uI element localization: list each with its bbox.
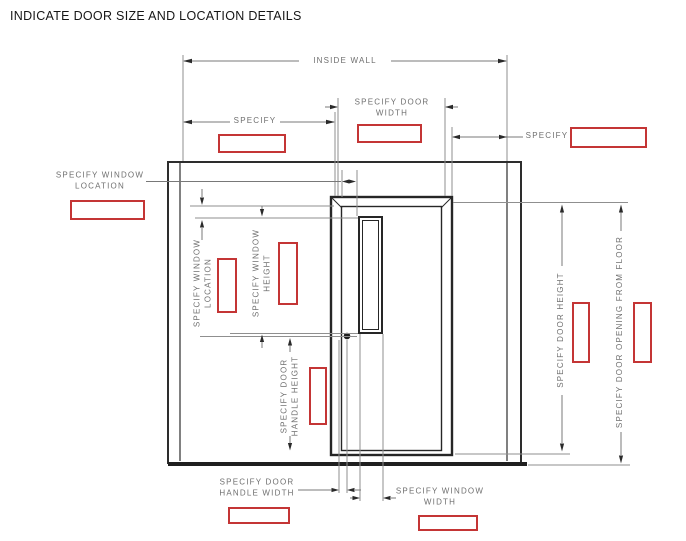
door-height-label: SPECIFY DOOR HEIGHT	[555, 272, 565, 388]
window-location-vertical-label: SPECIFY WINDOW LOCATION	[192, 238, 213, 328]
page-title: INDICATE DOOR SIZE AND LOCATION DETAILS	[10, 9, 302, 23]
field-specify-window-height[interactable]	[278, 242, 298, 305]
dimension-arrowheads	[183, 58, 624, 501]
field-specify-door-handle-height[interactable]	[309, 367, 327, 425]
field-specify-window-location-vertical[interactable]	[217, 258, 237, 313]
door-drawing	[329, 195, 454, 457]
door-opening-from-floor-label: SPECIFY DOOR OPENING FROM FLOOR	[614, 235, 624, 429]
field-specify-wall-right[interactable]	[570, 127, 647, 148]
window-width-label: SPECIFY WINDOW WIDTH	[395, 486, 485, 507]
field-specify-door-width[interactable]	[357, 124, 422, 143]
specify-right-label: SPECIFY	[525, 130, 569, 140]
door-panel	[340, 205, 443, 452]
door-handle-width-label: SPECIFY DOOR HANDLE WIDTH	[219, 477, 295, 498]
field-specify-door-opening-from-floor[interactable]	[633, 302, 652, 363]
door-window	[358, 216, 383, 334]
door-frame	[329, 195, 454, 457]
inside-wall-label: INSIDE WALL	[313, 55, 377, 65]
specify-left-label: SPECIFY	[233, 115, 277, 125]
window-location-left-label: SPECIFY WINDOW LOCATION	[55, 170, 145, 191]
field-specify-window-location-horizontal[interactable]	[70, 200, 145, 220]
field-specify-wall-left[interactable]	[218, 134, 286, 153]
door-width-label: SPECIFY DOOR WIDTH	[354, 97, 430, 118]
dimension-lines	[146, 60, 622, 499]
window-height-label: SPECIFY WINDOW HEIGHT	[251, 228, 272, 318]
field-specify-door-handle-width[interactable]	[228, 507, 290, 524]
field-specify-door-height[interactable]	[572, 302, 590, 363]
field-specify-window-width[interactable]	[418, 515, 478, 531]
door-handle-height-label: SPECIFY DOOR HANDLE HEIGHT	[279, 355, 300, 437]
